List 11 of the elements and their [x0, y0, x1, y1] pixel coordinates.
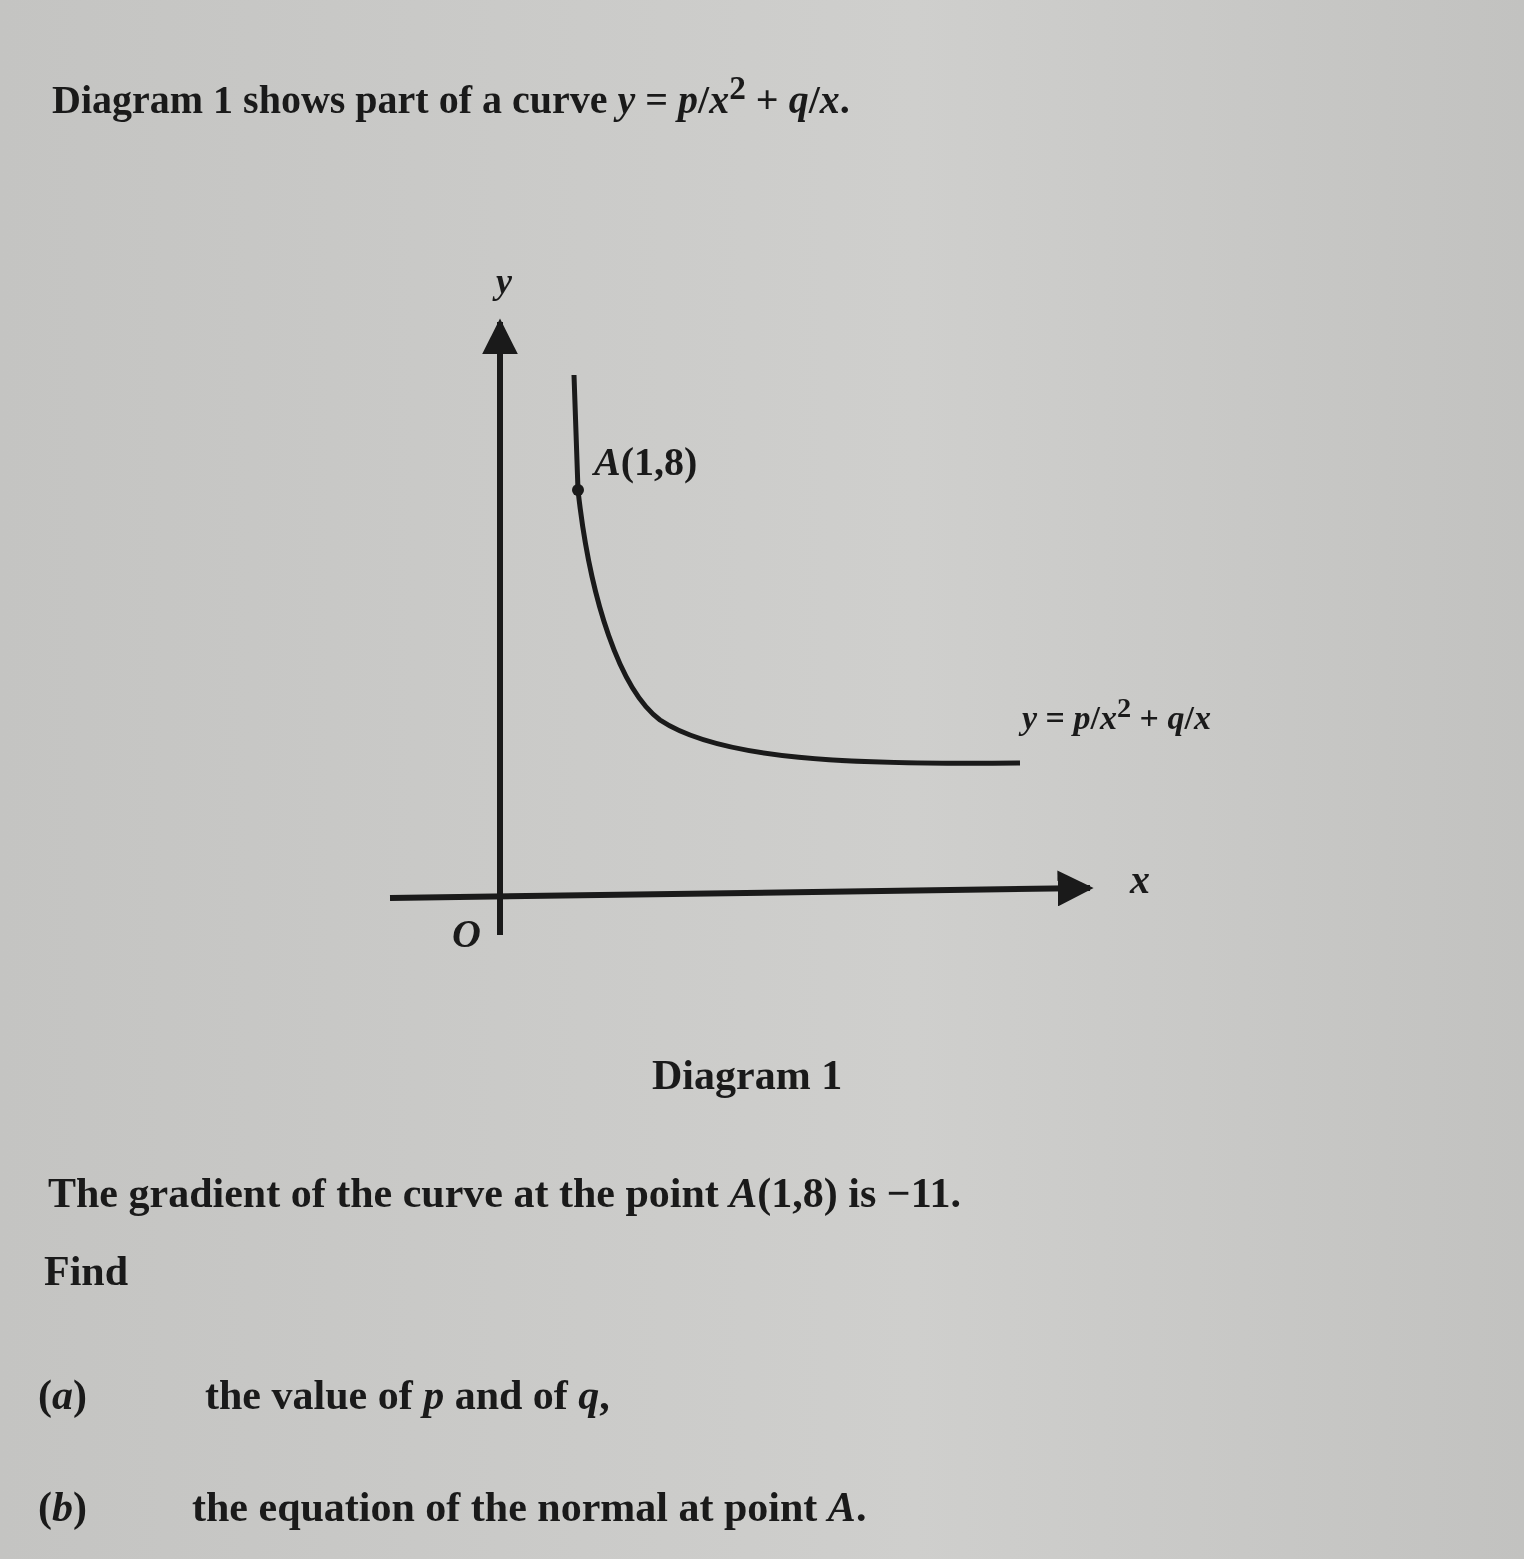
question-text: The gradient of the curve at the point A(1,8) is −11.: [48, 1170, 961, 1217]
figure-caption: Diagram 1: [652, 1052, 843, 1099]
question-text: Find: [44, 1248, 129, 1295]
origin-label: O: [452, 912, 481, 956]
question-text: the value of p and of q,: [205, 1372, 610, 1419]
question-text: Diagram 1 shows part of a curve y = p/x$^{2}$ + q/x.: [52, 70, 850, 123]
part-label: (b): [38, 1484, 87, 1531]
question-text: the equation of the normal at point A.: [192, 1484, 867, 1531]
part-label: (a): [38, 1372, 87, 1419]
point-label: A(1,8): [594, 440, 698, 484]
axis-label: x: [1130, 858, 1150, 902]
